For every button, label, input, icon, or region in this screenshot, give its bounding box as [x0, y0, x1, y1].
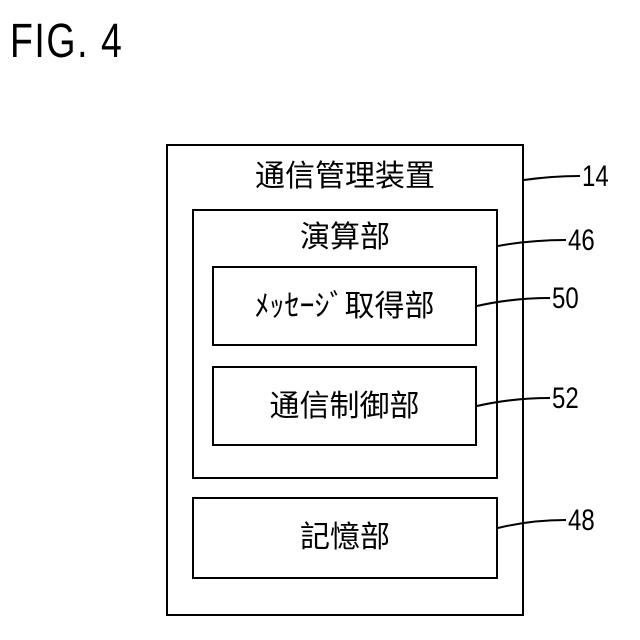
- ref-numeral-14: 14: [582, 162, 609, 192]
- ref-numeral-48: 48: [568, 506, 595, 536]
- ref-numeral-50: 50: [552, 284, 579, 314]
- leader-line-46: [498, 240, 566, 246]
- ref-numeral-46: 46: [568, 226, 595, 256]
- ref-numeral-52: 52: [552, 384, 579, 414]
- leader-line-14: [524, 176, 580, 180]
- leader-line-48: [498, 520, 566, 528]
- leader-line-52: [477, 398, 550, 406]
- leader-line-50: [477, 298, 550, 306]
